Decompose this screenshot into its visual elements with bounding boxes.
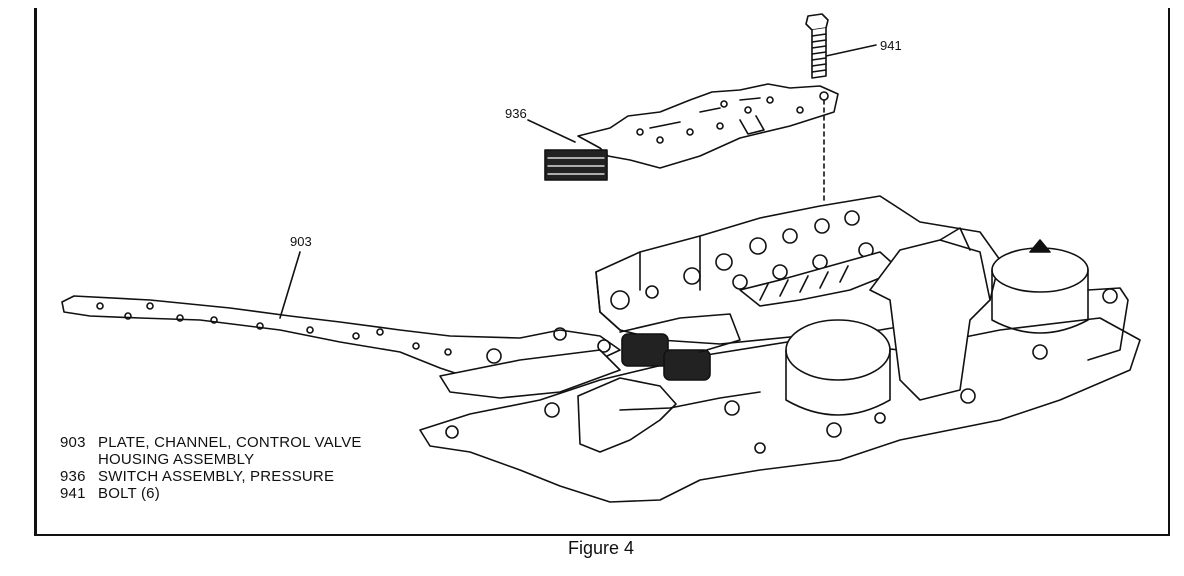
legend-description-continued: HOUSING ASSEMBLY	[98, 451, 255, 468]
legend-item: 903 PLATE, CHANNEL, CONTROL VALVE	[60, 434, 362, 451]
legend-number: 941	[60, 485, 86, 502]
figure-caption: Figure 4	[568, 538, 635, 558]
legend-description: SWITCH ASSEMBLY, PRESSURE	[98, 468, 335, 485]
legend-description: PLATE, CHANNEL, CONTROL VALVE	[98, 434, 362, 451]
figure-frame	[34, 8, 1170, 536]
legend-item: 936 SWITCH ASSEMBLY, PRESSURE	[60, 468, 362, 485]
callout-903: 903	[290, 234, 312, 249]
legend-number: 936	[60, 468, 86, 485]
pressure-switch-936	[527, 83, 839, 181]
parts-legend: 903 PLATE, CHANNEL, CONTROL VALVE HOUSIN…	[60, 434, 362, 502]
legend-item: 941 BOLT (6)	[60, 485, 362, 502]
legend-description: BOLT (6)	[98, 485, 160, 502]
callout-936: 936	[505, 106, 527, 121]
bolt-941	[805, 13, 877, 79]
legend-number: 903	[60, 434, 86, 451]
valve-body-housing	[577, 195, 1129, 453]
callout-941: 941	[880, 38, 902, 53]
exploded-view-diagram: 941 936 903	[61, 13, 1141, 503]
